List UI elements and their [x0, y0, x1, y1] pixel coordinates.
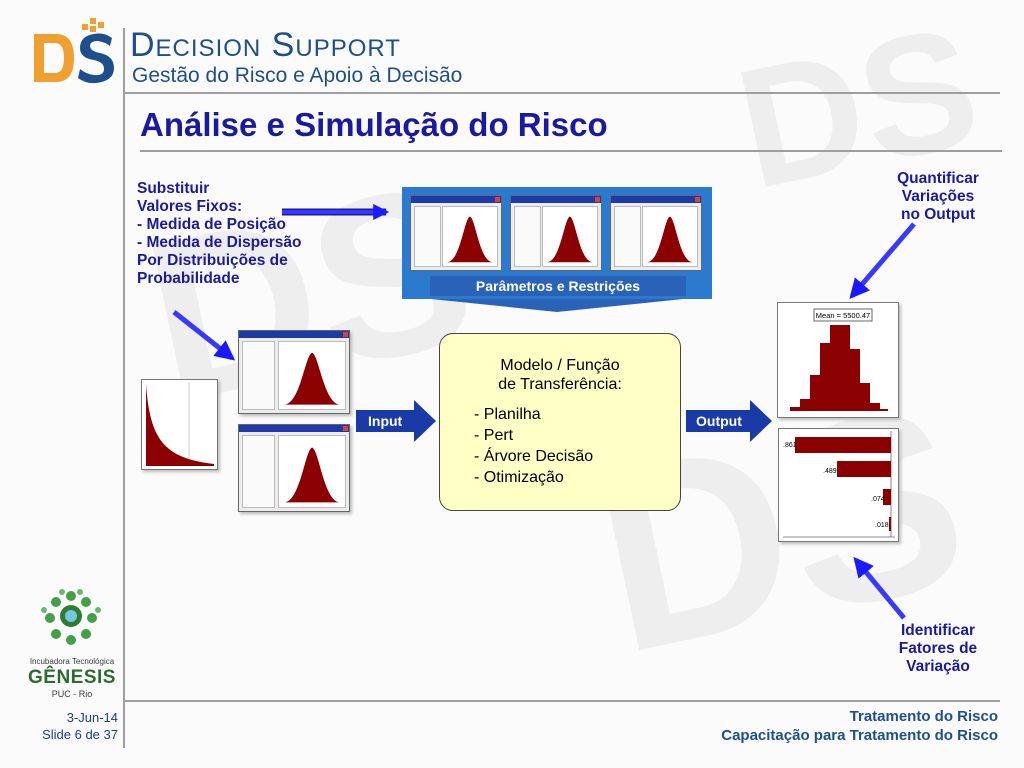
left-text-line: Valores Fixos:	[137, 198, 243, 215]
footer-divider	[124, 700, 1000, 702]
input-label: Input	[362, 411, 409, 431]
output-histogram: Mean = 5500.47	[777, 302, 899, 418]
ds-logo	[34, 18, 114, 84]
exponential-chart	[141, 379, 218, 470]
distribution-window	[610, 195, 702, 271]
model-item: - Árvore Decisão	[474, 448, 594, 465]
footer-course-title: Tratamento do Risco	[849, 708, 998, 725]
model-box: Modelo / Função de Transferência: - Plan…	[439, 333, 681, 511]
left-text-block: Substituir Valores Fixos: - Medida de Po…	[137, 180, 302, 288]
right-top-line: no Output	[900, 206, 976, 223]
brand-subtitle: Gestão do Risco e Apoio à Decisão	[132, 64, 463, 87]
arrow-to-histogram	[849, 222, 916, 300]
histogram-mean-label: Mean = 5500.47	[816, 311, 870, 320]
genesis-logo	[41, 589, 101, 645]
footer-date: 3-Jun-14	[66, 710, 118, 725]
right-top-text: Quantificar Variações no Output	[873, 170, 1003, 224]
left-vertical-divider	[123, 28, 125, 748]
left-text-line: Por Distribuições de	[137, 252, 288, 269]
tornado-label: .489	[823, 468, 837, 475]
close-icon	[595, 197, 600, 202]
right-bottom-line: Fatores de	[898, 640, 978, 657]
tornado-bars: .861 .489 .074 .018	[783, 431, 895, 538]
slide-title: Análise e Simulação do Risco	[140, 106, 608, 143]
brand-title: Decision Support	[130, 26, 401, 64]
left-text-line: Probabilidade	[137, 270, 240, 287]
right-top-line: Variações	[901, 188, 975, 205]
banner-label: Parâmetros e Restrições	[430, 276, 686, 296]
left-text-line: Substituir	[137, 180, 210, 197]
title-divider	[140, 150, 1002, 152]
close-icon	[343, 426, 348, 431]
model-title-line: Modelo / Função	[500, 357, 620, 374]
header-divider	[124, 92, 1000, 94]
footer-course-subtitle: Capacitação para Tratamento do Risco	[721, 727, 998, 744]
model-title: Modelo / Função de Transferência:	[440, 356, 680, 394]
right-bottom-line: Variação	[906, 658, 970, 675]
arrow-to-input-windows	[172, 310, 236, 361]
banner-chevron	[402, 296, 712, 312]
input-distribution-window	[238, 330, 350, 414]
distribution-window	[410, 195, 502, 271]
genesis-name: GÊNESIS	[28, 667, 116, 688]
tornado-label: .861	[783, 442, 797, 449]
input-distribution-window	[238, 424, 350, 512]
exponential-curve	[146, 382, 214, 466]
left-text-line: - Medida de Posição	[137, 216, 287, 233]
output-label: Output	[690, 411, 748, 431]
distribution-window	[510, 195, 602, 271]
model-item: - Otimização	[474, 469, 564, 486]
right-bottom-text: Identificar Fatores de Variação	[873, 622, 1003, 676]
close-icon	[495, 197, 500, 202]
right-bottom-line: Identificar	[900, 622, 976, 639]
arrow-to-tornado	[853, 556, 906, 620]
histogram-bars: Mean = 5500.47	[790, 308, 888, 411]
right-top-line: Quantificar	[897, 170, 979, 187]
model-item: - Planilha	[474, 406, 541, 423]
genesis-incubator-name: Incubadora Tecnológica	[29, 657, 115, 666]
left-text-line: - Medida de Dispersão	[137, 234, 302, 251]
close-icon	[343, 332, 348, 337]
tornado-label: .018	[875, 522, 889, 529]
tornado-label: .074	[871, 496, 885, 503]
close-icon	[695, 197, 700, 202]
model-title-line: de Transferência:	[498, 376, 622, 393]
model-item: - Pert	[474, 427, 514, 444]
genesis-puc: PUC - Rio	[51, 689, 93, 699]
tornado-chart: .861 .489 .074 .018	[778, 428, 899, 542]
footer-slide-number: Slide 6 de 37	[42, 727, 118, 742]
